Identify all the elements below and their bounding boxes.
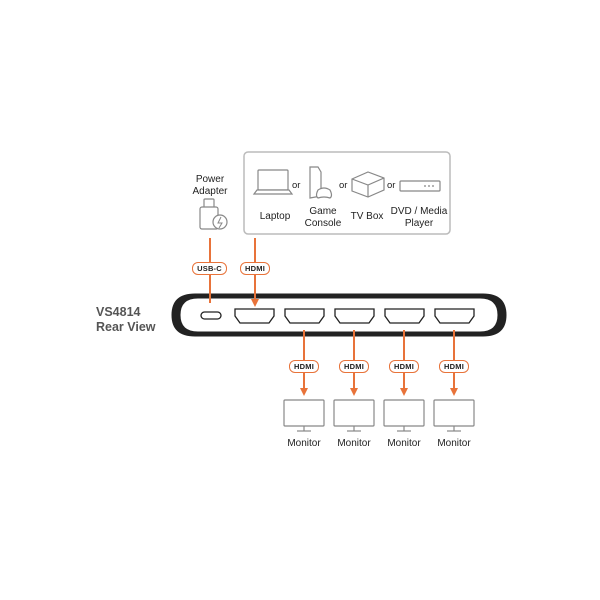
source-label-game-console: Game Console <box>304 206 342 229</box>
monitor-icon <box>383 399 425 432</box>
hdmi-output-badge-1: HDMI <box>289 360 319 373</box>
source-devices-box <box>243 151 451 235</box>
monitor-label-3: Monitor <box>387 438 421 449</box>
hdmi-output-port-2 <box>334 308 375 324</box>
source-label-tv-box: TV Box <box>350 211 384 222</box>
or-separator: or <box>292 180 301 191</box>
usb-c-badge: USB-C <box>192 262 227 275</box>
source-label-laptop: Laptop <box>259 211 291 222</box>
hdmi-output-badge-3: HDMI <box>389 360 419 373</box>
tv-box-icon <box>351 171 385 198</box>
hdmi-output-port-3 <box>384 308 425 324</box>
hdmi-output-port-1 <box>284 308 325 324</box>
monitor-icon <box>283 399 325 432</box>
hdmi-output-badge-4: HDMI <box>439 360 469 373</box>
monitor-label-2: Monitor <box>337 438 371 449</box>
monitor-label-4: Monitor <box>437 438 471 449</box>
device-label: VS4814 Rear View <box>96 305 156 335</box>
hdmi-output-badge-2: HDMI <box>339 360 369 373</box>
device-model: VS4814 <box>96 305 141 319</box>
or-separator: or <box>387 180 396 191</box>
usb-c-port <box>200 311 222 320</box>
hdmi-input-port <box>234 308 275 324</box>
hdmi-output-port-4 <box>434 308 475 324</box>
game-console-icon <box>309 166 333 199</box>
or-separator: or <box>339 180 348 191</box>
monitor-icon <box>433 399 475 432</box>
hdmi-input-badge: HDMI <box>240 262 270 275</box>
monitor-label-1: Monitor <box>287 438 321 449</box>
power-adapter-label: Power Adapter <box>192 174 228 197</box>
device-view: Rear View <box>96 320 156 334</box>
dvd-player-icon <box>399 180 441 192</box>
laptop-icon <box>252 169 294 195</box>
power-adapter-icon <box>199 198 228 230</box>
source-label-dvd-player: DVD / Media Player <box>390 206 448 229</box>
monitor-icon <box>333 399 375 432</box>
